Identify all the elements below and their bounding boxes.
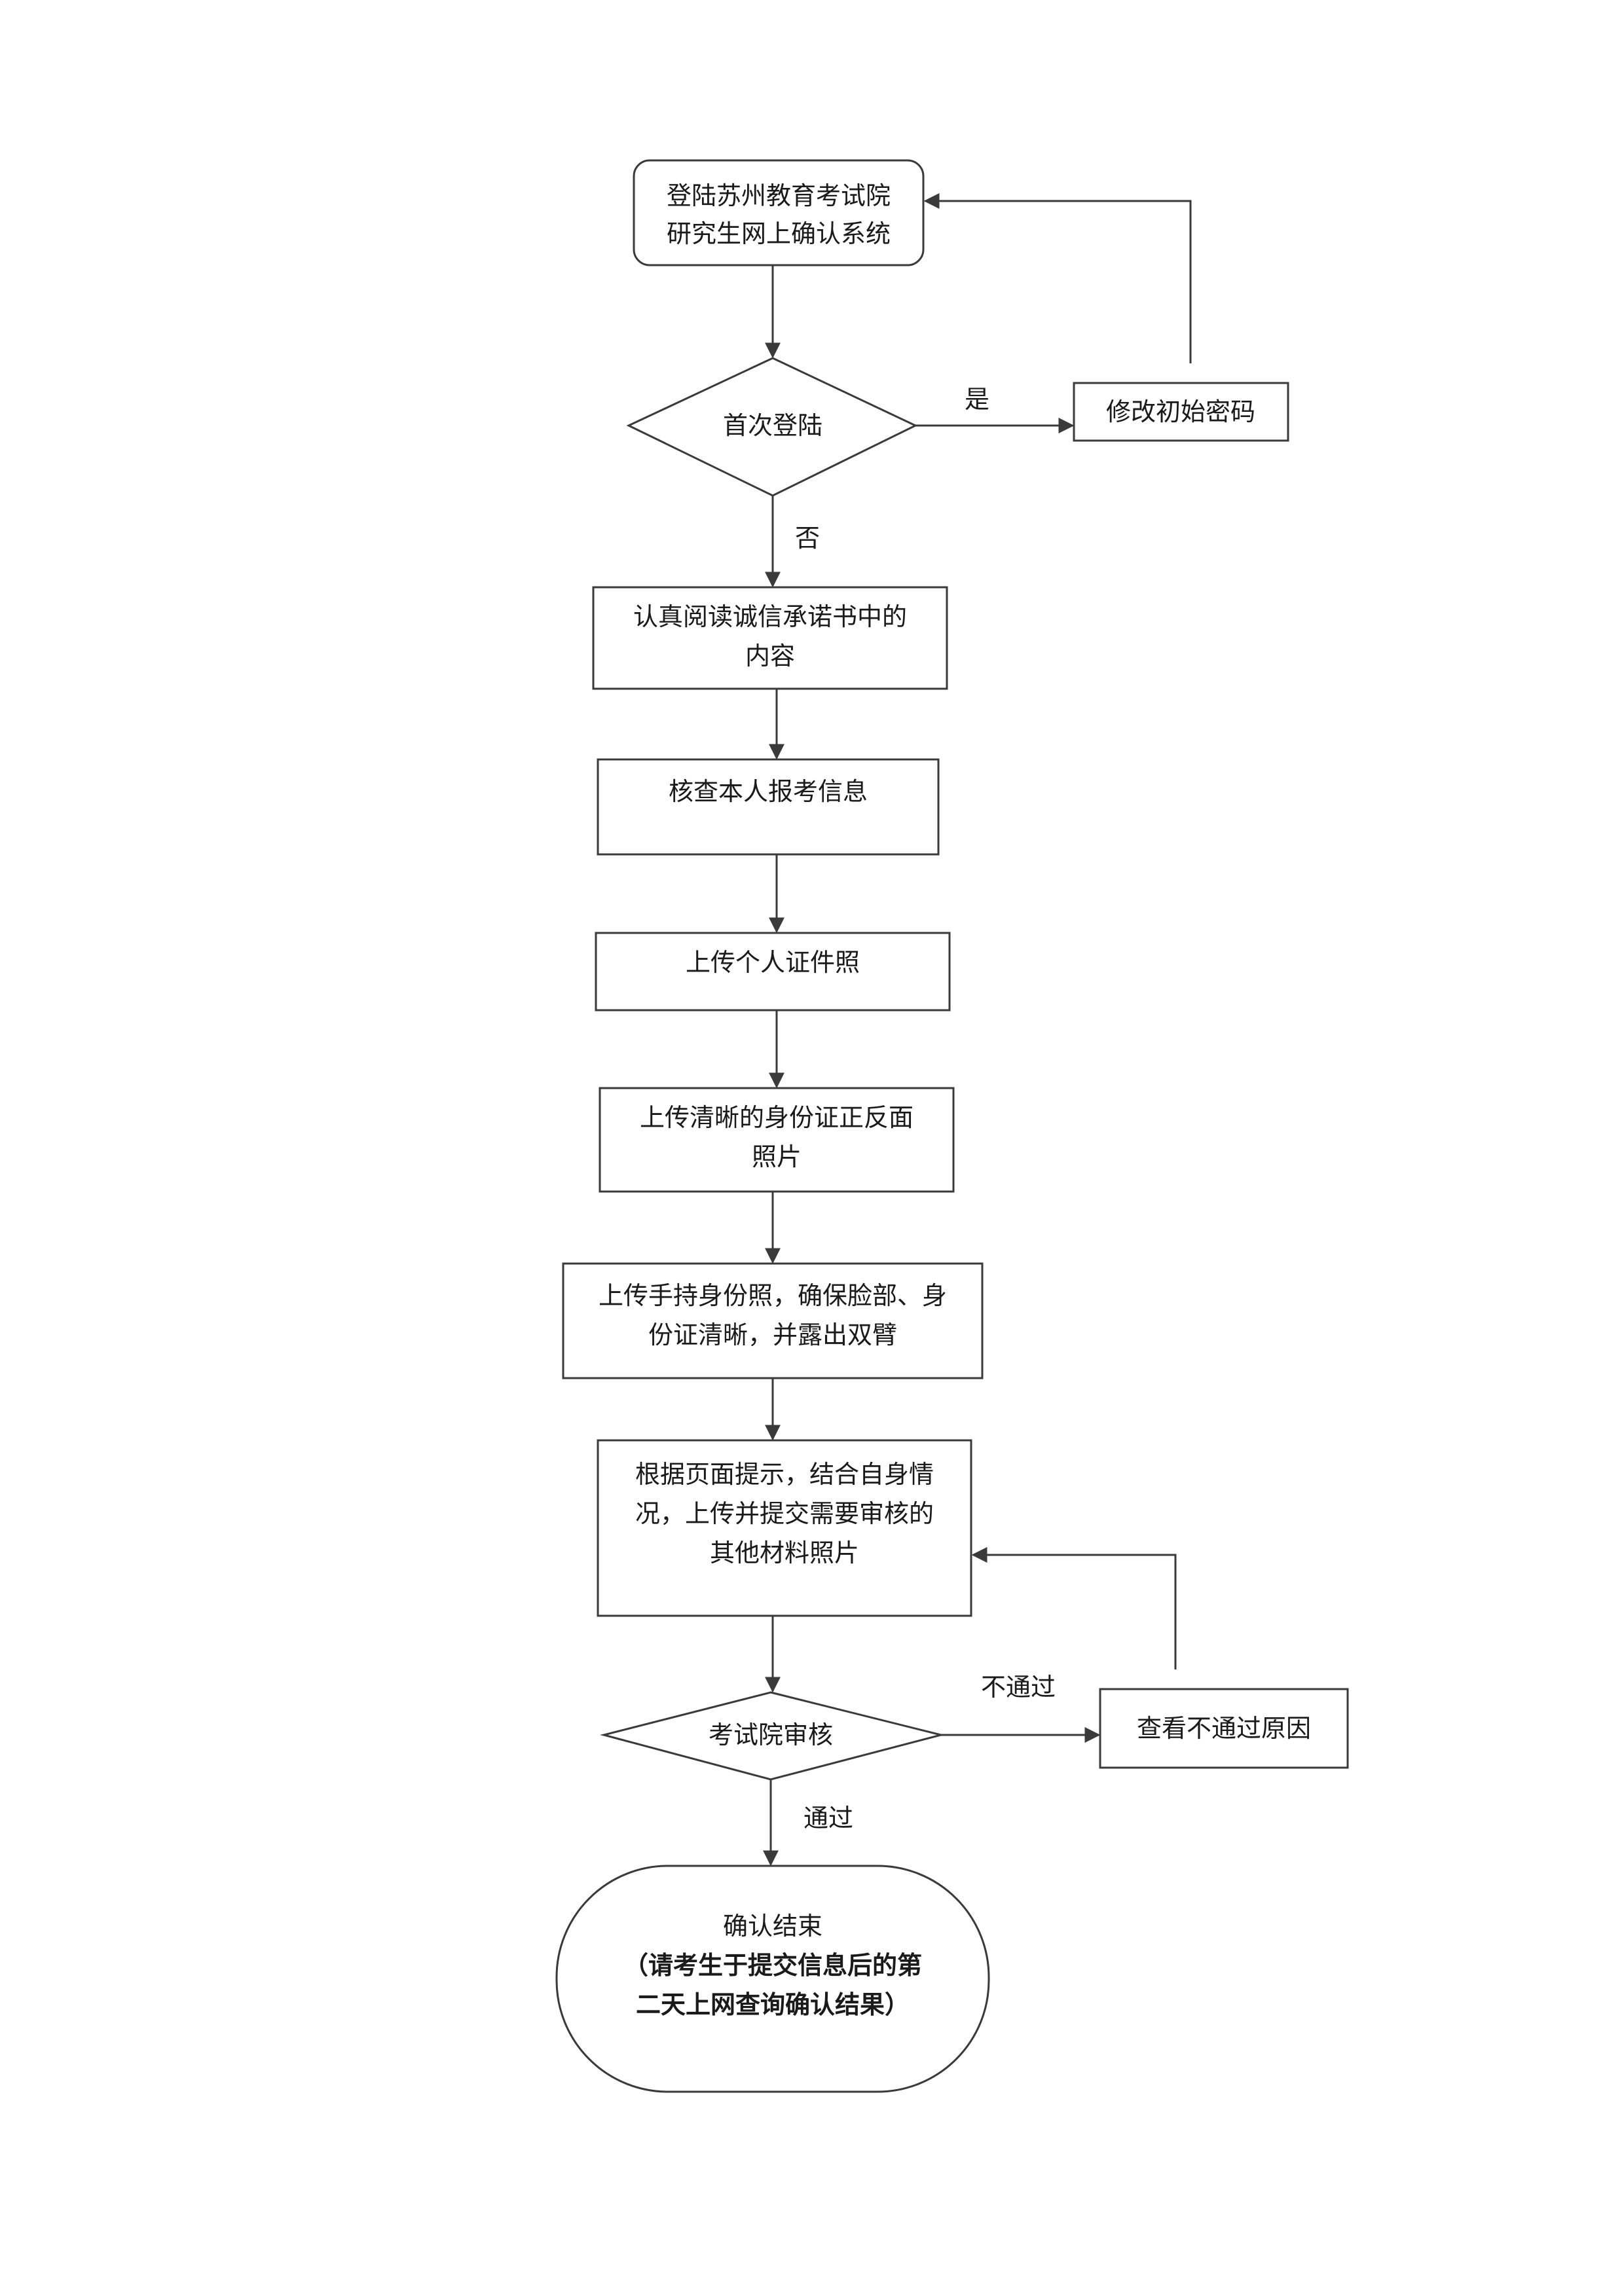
node-read-pledge-line1: 认真阅读诚信承诺书中的 [633,602,907,631]
node-upload-other-line3: 其他材料照片 [710,1539,859,1567]
node-upload-id: 上传清晰的身份证正反面 照片 [599,1087,955,1193]
edge-view-reason-upload-other [971,1547,1177,1669]
edge-label-no: 否 [795,524,820,553]
edge-label-pass: 通过 [803,1804,853,1832]
edge-change-password-login [923,193,1192,363]
node-read-pledge-line2: 内容 [745,642,795,670]
node-upload-handheld: 上传手持身份照，确保脸部、身 份证清晰，并露出双臂 [562,1262,984,1379]
node-view-reason-label: 查看不通过原因 [1137,1714,1311,1743]
node-view-reason: 查看不通过原因 [1099,1688,1349,1769]
node-read-pledge: 认真阅读诚信承诺书中的 内容 [592,586,948,690]
node-change-password-label: 修改初始密码 [1106,397,1255,426]
node-upload-id-line2: 照片 [752,1142,802,1171]
node-login-line2: 研究生网上确认系统 [667,219,891,248]
node-change-password: 修改初始密码 [1073,382,1289,442]
edge-label-yes: 是 [965,385,989,414]
node-review: 考试院审核 [600,1691,942,1781]
node-upload-photo-label: 上传个人证件照 [686,948,860,977]
node-upload-handheld-line2: 份证清晰，并露出双臂 [648,1321,897,1349]
edges [763,193,1192,1867]
node-upload-photo: 上传个人证件照 [595,932,951,1011]
node-end-line3: 二天上网查询确认结果） [636,1990,910,2019]
node-review-label: 考试院审核 [709,1721,833,1749]
node-end-line2: （请考生于提交信息后的第 [623,1951,922,1980]
node-end: 确认结束 （请考生于提交信息后的第 二天上网查询确认结果） [555,1865,990,2093]
node-login-line1: 登陆苏州教育考试院 [667,181,891,210]
edge-label-fail: 不通过 [981,1673,1056,1702]
node-upload-id-line1: 上传清晰的身份证正反面 [640,1103,913,1132]
node-upload-other-line1: 根据页面提示，结合自身情 [635,1460,934,1489]
node-upload-handheld-line1: 上传手持身份照，确保脸部、身 [599,1281,947,1310]
node-login: 登陆苏州教育考试院 研究生网上确认系统 [633,159,925,266]
node-upload-other-line2: 况，上传并提交需要审核的 [635,1499,934,1528]
node-first-login: 首次登陆 [626,357,918,497]
node-end-line1: 确认结束 [723,1912,822,1941]
node-check-info-label: 核查本人报考信息 [669,777,868,806]
node-check-info: 核查本人报考信息 [597,758,940,856]
node-first-login-label: 首次登陆 [723,411,822,440]
node-upload-other: 根据页面提示，结合自身情 况，上传并提交需要审核的 其他材料照片 [597,1439,972,1617]
